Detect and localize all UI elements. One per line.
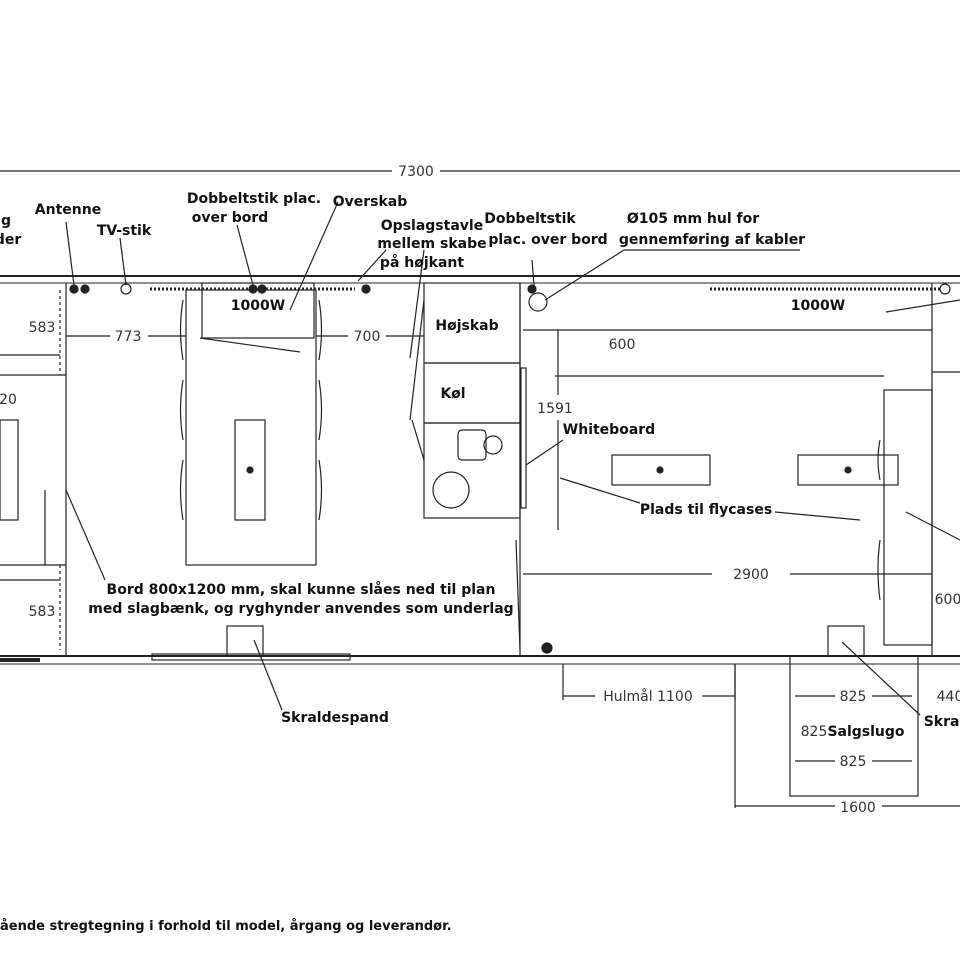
antenna-outlet: [69, 284, 79, 294]
label-dobbeltstik2-1: Dobbeltstik: [484, 211, 576, 227]
dim-600-partial: 600: [935, 592, 960, 608]
label-overskab: Overskab: [333, 194, 408, 210]
label-dobbeltstik-bord-2: over bord: [192, 210, 269, 226]
label-dobbeltstik-bord-1: Dobbeltstik plac.: [187, 191, 321, 207]
caption-text: ående stregtegning i forhold til model, …: [0, 919, 452, 934]
dim-440-partial: 440: [937, 689, 960, 705]
label-hoejskab: Højskab: [435, 318, 498, 334]
fly-case-1: [611, 454, 711, 486]
dim-773: 773: [115, 329, 142, 345]
label-bord-2: med slagbænk, og ryghynder anvendes som …: [88, 601, 513, 617]
label-tv-stik: TV-stik: [97, 223, 152, 239]
label-heater-left: 1000W: [231, 298, 285, 314]
label-partial-g: g: [1, 213, 11, 229]
label-koel: Køl: [440, 386, 465, 402]
dim-825-bottom: 825: [840, 754, 867, 770]
dim-2900: 2900: [733, 567, 769, 583]
label-opslagstavle-1: Opslagstavle: [381, 218, 483, 234]
dim-overall: 7300: [398, 164, 434, 180]
floor-plan-drawing: 7300 773 700 600 1591 2900 583 583 20 60…: [0, 164, 960, 816]
dim-1591: 1591: [537, 401, 573, 417]
double-outlet-right: [527, 284, 537, 294]
label-salgslugo: Salgslugo: [827, 724, 904, 740]
dim-700: 700: [354, 329, 381, 345]
double-outlet-table: [248, 284, 258, 294]
label-whiteboard: Whiteboard: [563, 422, 655, 438]
label-heater-right: 1000W: [791, 298, 845, 314]
label-bord-1: Bord 800x1200 mm, skal kunne slåes ned t…: [107, 581, 496, 598]
label-skraldespand: Skraldespand: [281, 710, 389, 726]
label-antenne: Antenne: [35, 202, 101, 218]
cabinet-koel: [423, 362, 521, 424]
dim-600: 600: [609, 337, 636, 353]
dim-825-side: 825: [801, 724, 828, 740]
tv-outlet: [120, 283, 132, 295]
label-skral-partial: Skral: [924, 714, 960, 730]
table-left: [185, 289, 317, 566]
trash-bin-left: [226, 625, 264, 657]
overskab-outlet: [361, 284, 371, 294]
cable-hole: [528, 292, 548, 312]
label-opslagstavle-3: på højkant: [380, 254, 464, 271]
whiteboard: [520, 367, 527, 509]
label-hul-2: gennemføring af kabler: [619, 232, 805, 248]
heater-left: [201, 282, 315, 339]
dim-hulmaal: Hulmål 1100: [603, 688, 692, 705]
sink-unit: [423, 422, 521, 519]
dim-583-top: 583: [29, 320, 56, 336]
label-partial-der: der: [0, 232, 21, 248]
dim-583-bottom: 583: [29, 604, 56, 620]
dim-1600: 1600: [840, 800, 876, 816]
label-hul-1: Ø105 mm hul for: [627, 211, 759, 227]
fly-case-2: [797, 454, 899, 486]
label-opslagstavle-2: mellem skabe: [377, 236, 486, 252]
label-plads: Plads til flycases: [640, 502, 772, 518]
label-dobbeltstik2-2: plac. over bord: [488, 232, 607, 248]
dim-825-top: 825: [840, 689, 867, 705]
dim-20-partial: 20: [0, 392, 17, 408]
trash-bin-right: [827, 625, 865, 657]
